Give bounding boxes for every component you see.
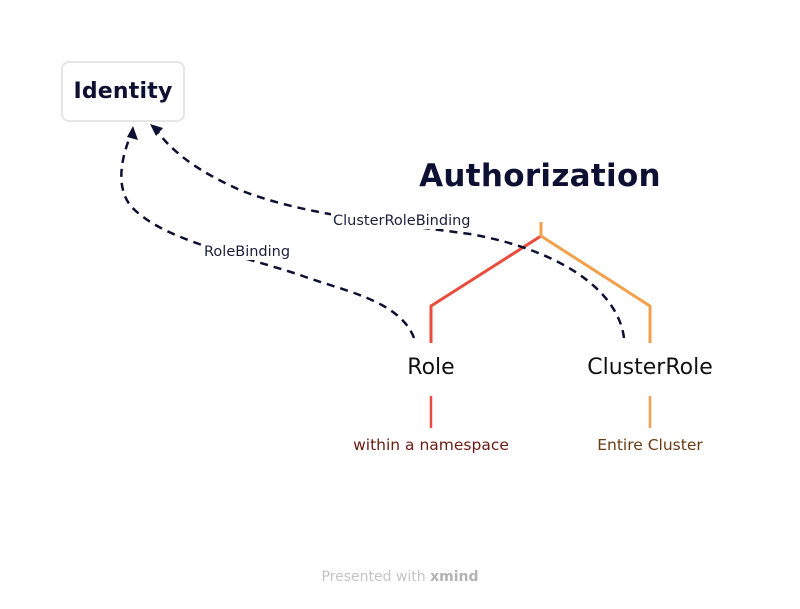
clusterrole-branch-line — [539, 222, 652, 343]
rolebinding-arrowhead — [127, 126, 138, 140]
clusterrolebinding-arrowhead — [150, 124, 163, 136]
topic-clusterrole[interactable]: ClusterRole — [587, 355, 713, 380]
clusterrolebinding-label[interactable]: ClusterRoleBinding — [331, 213, 473, 229]
role-branch-line — [429, 222, 543, 343]
identity-node[interactable]: Identity — [61, 61, 185, 122]
presented-with-footer: Presented with xmind — [0, 569, 800, 585]
xmind-brand: xmind — [430, 569, 479, 585]
identity-label: Identity — [73, 79, 173, 104]
subtopic-within-namespace[interactable]: within a namespace — [353, 436, 509, 454]
rolebinding-label[interactable]: RoleBinding — [202, 244, 293, 260]
rolebinding-relationship-line[interactable] — [120, 131, 416, 339]
subtopic-entire-cluster[interactable]: Entire Cluster — [597, 436, 703, 454]
footer-prefix: Presented with — [321, 569, 426, 585]
central-topic-authorization[interactable]: Authorization — [419, 158, 661, 194]
topic-role[interactable]: Role — [407, 355, 455, 380]
